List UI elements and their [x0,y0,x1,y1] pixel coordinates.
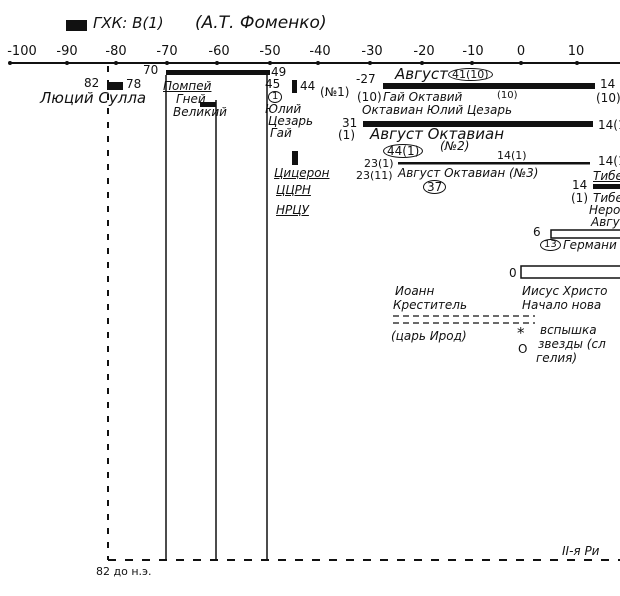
germanicus-bar [550,229,620,239]
august1-start: -27 [356,72,376,86]
august3-circle: 37 [423,180,447,194]
caesar-name-1: Юлий [265,102,302,116]
pompey-end: 49 [271,65,287,79]
august2-bar [363,121,593,127]
caesar-bar [292,80,297,93]
tick-label: -70 [156,44,178,59]
star-icon: * [517,324,525,342]
cicero-line-3: НРЦУ [276,203,309,217]
caesar-name-3: Гай [270,126,292,140]
jesus-sub: Начало нова [522,298,602,312]
august2-name: Август Октавиан [370,125,504,143]
star-line-2: звезды (сл [538,337,606,351]
august1-p2: (10) [497,90,518,101]
john-name-1: Иоанн [395,284,435,298]
august1-bar [383,83,595,89]
john-name-2: Креститель [393,298,468,312]
footer-date: 82 до н.э. [96,565,152,578]
caesar-num: (№1) [320,85,350,99]
caesar-circle: 1 [268,91,283,103]
tick-label: -10 [462,44,484,59]
august2-start: 31 [342,116,358,130]
circle-icon: O [518,342,528,356]
tiberius-bar [593,184,620,189]
august1-p1: (10) [357,90,382,104]
august1-circle: 41(10) [448,68,493,81]
pompey-start: 70 [143,63,159,77]
jesus-bar [520,265,620,279]
cicero-bar [292,151,298,165]
august1-name: Гай Октавий [383,90,463,104]
august3-start-2: 23(11) [356,169,393,182]
caesar-start: 45 [265,77,281,91]
axis-dots [8,61,579,65]
tiberius-name-4: Авгу [591,215,620,229]
tick-label: -50 [259,44,281,59]
pompey-bar [166,70,270,75]
legend-square [66,20,87,31]
germanicus-name: Германи [563,238,617,252]
august1-p3: (10) [596,91,620,105]
tick-label: -60 [208,44,230,59]
germanicus-circle: 13 [540,239,561,251]
herod-label: (царь Ирод) [391,329,467,343]
pompey-name-1: Помпей [163,79,212,93]
august3-mid: 14(1) [497,149,527,162]
august2-end: 14(1) [598,118,620,132]
star-line-1: вспышка [540,323,597,337]
star-line-3: гелия) [536,351,578,365]
jesus-start: 0 [509,266,517,280]
caesar-end: 44 [300,79,316,93]
tick-label: -100 [7,44,37,59]
tick-label: -80 [105,44,127,59]
tiberius-name-3: Неро [589,203,620,217]
tick-label: 0 [516,44,526,59]
footer-rome: II-я Ри [562,544,600,558]
august2-p1: (1) [338,128,355,142]
title-code: ГХК: В(1) [93,14,164,32]
august3-bar [398,162,590,165]
tick-label: -30 [361,44,383,59]
tick-label: -20 [413,44,435,59]
tiberius-p1: (1) [571,191,588,205]
august3-end: 14(1) [598,154,620,168]
pompey-small-bar [200,102,216,107]
jesus-name: Иисус Христо [522,284,608,298]
august3-name: Август Октавиан (№3) [398,166,539,180]
sulla-end: 78 [126,77,142,91]
august3-start-1: 23(1) [364,157,394,170]
title-author: (А.Т. Фоменко) [195,13,327,33]
pompey-name-2: Гней [176,92,206,106]
sulla-name: Люций Сулла [40,89,147,107]
sulla-start: 82 [84,76,100,90]
august1-name-2: Октавиан Юлий Цезарь [362,103,513,117]
august2-num: (№2) [440,139,470,153]
tick-label: 10 [567,44,585,59]
august2-circle: 44(1) [383,144,424,158]
sulla-bar [107,82,123,90]
tick-label: -90 [56,44,78,59]
tiberius-start: 14 [572,178,588,192]
cicero-name: Цицерон [274,166,330,180]
august1-label: Август [395,65,448,83]
august1-end: 14 [600,77,616,91]
tiberius-name: Тибе [593,169,620,183]
tick-label: -40 [309,44,331,59]
pompey-name-3: Великий [173,105,227,119]
tiberius-name-2: Тибе [593,191,620,205]
caesar-name-2: Цезарь [268,114,314,128]
germanicus-start: 6 [533,225,541,239]
cicero-line-2: ЦЦРН [276,183,311,197]
